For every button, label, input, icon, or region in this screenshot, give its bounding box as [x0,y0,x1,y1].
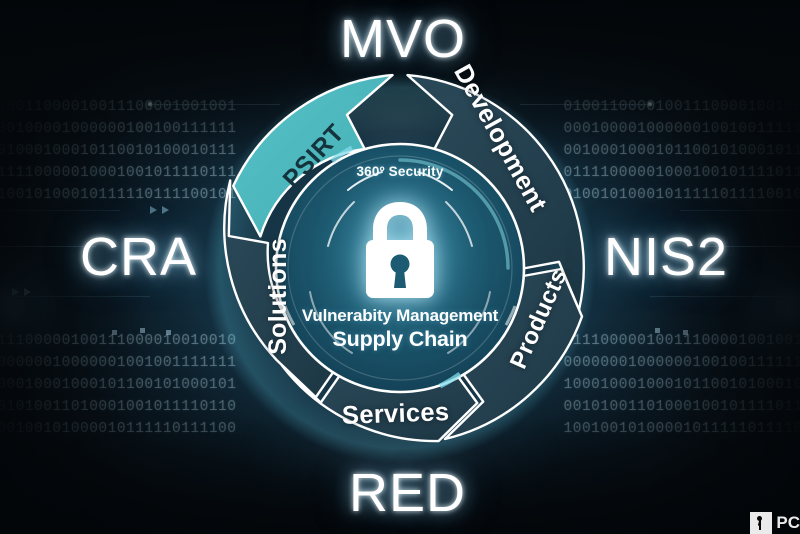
circuit-line [650,296,800,297]
circuit-node [140,328,145,333]
binary-text-bottom-right: 011100000100111000010010010 000000010000… [564,330,800,440]
binary-row: 000000010000001001001111111 [0,355,237,371]
circuit-node [112,330,117,335]
binary-row: 100100101000010111110111100 [563,421,800,437]
circuit-line [680,210,800,211]
binary-text-top-left: 010011000010011100001001001 000100001000… [0,96,236,206]
binary-row: 010010100010111110111100101 [0,187,237,203]
binary-text-top-right: 010011000010011100001001001 000100001000… [564,96,800,206]
binary-row: 010010100010111110111100101 [563,187,800,203]
binary-row: 001000100010110010100010111 [563,143,800,159]
binary-row: 001000100010110010100010111 [0,143,237,159]
circuit-node [683,330,688,335]
regulation-label-nis2[interactable]: NIS2 [604,227,729,287]
binary-text-bottom-left: 011100000100111000010010010 000000010000… [0,330,236,440]
binary-row: 100010001000101100101000101 [563,377,800,393]
binary-row: 011110000010001001011110111 [563,165,800,181]
circuit-node [148,102,152,106]
binary-row: 011100000100111000010010010 [563,333,800,349]
watermark-text: PC [776,513,800,533]
binary-row: 100010001000101100101000101 [0,377,237,393]
circuit-node [648,102,652,106]
binary-row: 100100101000010111110111100 [0,421,237,437]
binary-row: 000100001000000100100111111 [0,121,237,137]
circuit-line [0,210,120,211]
circuit-arrow-icon [150,206,157,214]
regulation-label-cra[interactable]: CRA [80,227,198,287]
cycle-segment-psirt-shape [232,73,394,238]
binary-row: 010011000010011100001001001 [0,99,237,115]
circuit-arrow-icon [12,288,19,296]
circuit-arrow-icon [162,206,169,214]
binary-row: 000100001000000100100111111 [563,121,800,137]
circuit-line [0,296,150,297]
circuit-arrow-icon [24,288,31,296]
binary-row: 001010011010001001011110110 [563,399,800,415]
regulation-label-mvo[interactable]: MVO [340,9,467,69]
watermark-logo: PC [750,512,800,534]
binary-row: 010011000010011100001001001 [563,99,800,115]
circuit-node [655,328,660,333]
security-cycle-wheel: PSIRT Development Products Services Solu… [202,60,598,466]
regulation-label-red[interactable]: RED [349,463,467,523]
binary-row: 011110000010001001011110111 [0,165,237,181]
binary-row: 011100000100111000010010010 [0,333,237,349]
binary-row: 001010011010001001011110110 [0,399,237,415]
circuit-node [166,330,171,335]
watermark-mark-icon [750,512,773,534]
binary-row: 000000010000001001001111111 [563,355,800,371]
